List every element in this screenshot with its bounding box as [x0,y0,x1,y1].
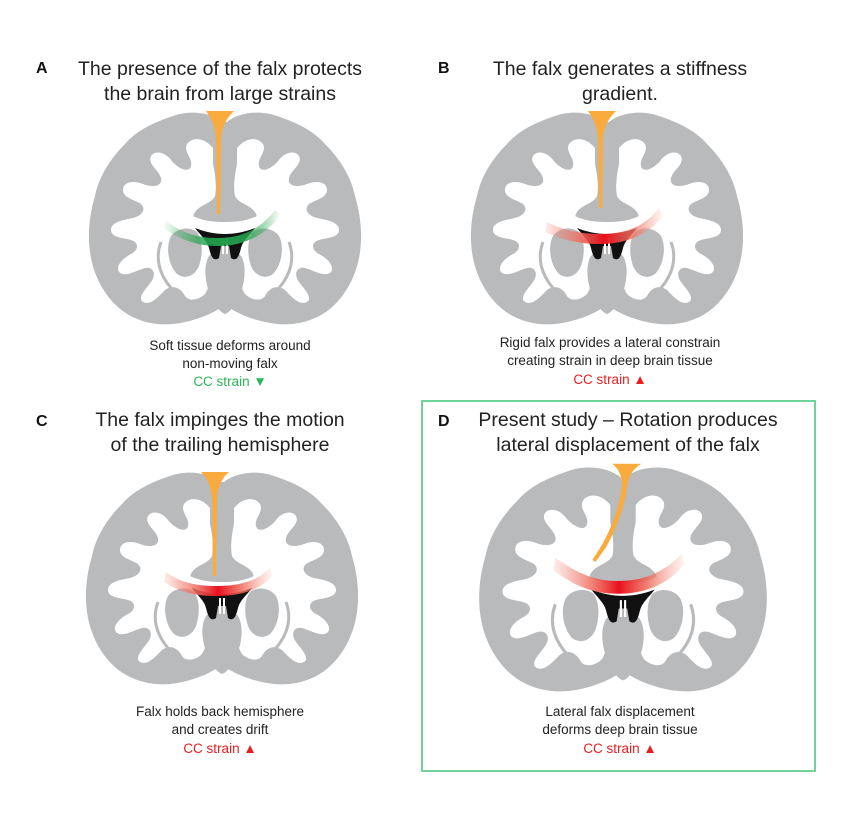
title-line-2: of the trailing hemisphere [110,434,330,456]
present-study-highlight-frame [421,400,816,772]
panel-caption: Rigid falx provides a lateral constrain … [440,334,780,370]
title-line-1: The falx impinges the motion [95,409,345,431]
title-line-1: Present study – Rotation produces [478,409,778,431]
brain-coronal-diagram [469,111,745,326]
caption-line-1: Soft tissue deforms around [149,338,311,353]
falx [201,472,229,576]
falx [588,111,616,208]
caption-line-2: non-moving falx [182,356,278,371]
cc-strain-increase-label: CC strain ▲ [183,741,257,756]
brain-coronal-diagram [477,463,769,693]
corpus-callosum-strain-red [545,208,663,244]
panel-letter: D [438,413,450,430]
cc-strain-increase-label: CC strain ▲ [573,372,647,387]
panel-title: The falx generates a stiffness gradient. [440,57,800,107]
corpus-callosum-strain-red [553,553,685,594]
title-line-2: gradient. [582,83,658,105]
caption-line-1: Rigid falx provides a lateral constrain [499,335,721,350]
panel-title: The presence of the falx protects the br… [40,57,400,107]
caption-line-2: creating strain in deep brain tissue [507,353,713,368]
panel-caption: Soft tissue deforms around non-moving fa… [90,337,370,373]
panel-title: Present study – Rotation produces latera… [458,408,798,458]
brain-coronal-diagram [87,111,363,326]
falx-tilted [592,463,641,563]
panel-letter: B [438,60,450,77]
panel-title: The falx impinges the motion of the trai… [40,408,400,458]
brain-coronal-diagram [84,471,360,686]
caption-line-1: Falx holds back hemisphere [135,704,305,719]
caption-line-2: and creates drift [171,722,269,737]
panel-caption: Lateral falx displacement deforms deep b… [470,703,770,739]
title-line-2: lateral displacement of the falx [496,434,760,456]
title-line-2: the brain from large strains [104,83,336,105]
panel-letter: C [36,413,48,430]
cc-strain-increase-label: CC strain ▲ [583,741,657,756]
corpus-callosum-strain-green [163,210,281,246]
cc-strain-decrease-label: CC strain ▼ [193,374,267,389]
title-line-1: The falx generates a stiffness [492,58,748,80]
title-line-1: The presence of the falx protects [78,58,362,80]
caption-line-1: Lateral falx displacement [545,704,695,719]
falx [206,111,234,214]
panel-letter: A [36,60,48,77]
corpus-callosum-strain-red [164,568,272,596]
panel-caption: Falx holds back hemisphere and creates d… [80,703,360,739]
caption-line-2: deforms deep brain tissue [542,722,698,737]
